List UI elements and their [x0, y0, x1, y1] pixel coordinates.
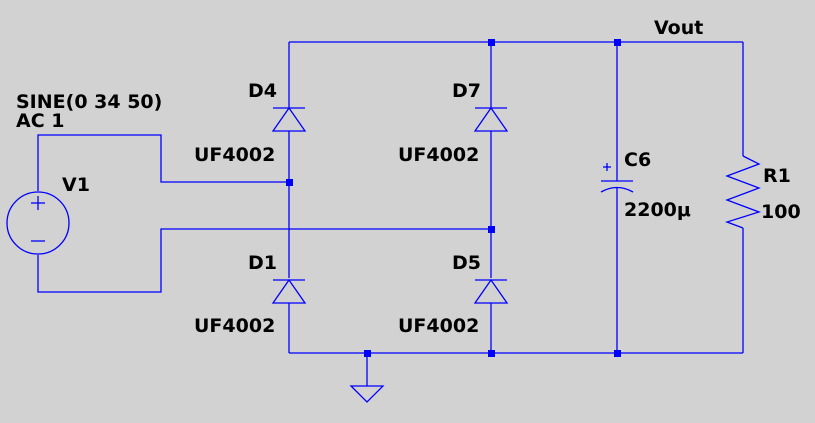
junctions: [286, 39, 621, 357]
capacitor-value: 2200μ: [624, 199, 691, 221]
diode-triangle: [271, 106, 307, 132]
ground-triangle: [349, 385, 385, 403]
diode-d5-name: D5: [452, 252, 481, 274]
resistor-zigzag: [724, 155, 762, 229]
ground-symbol: [349, 385, 385, 403]
capacitor-name: C6: [624, 149, 651, 171]
junction-dot: [488, 350, 495, 357]
junction-dot: [488, 39, 495, 46]
capacitor-c6-symbol: [600, 163, 634, 193]
junction-dot: [488, 226, 495, 233]
diode-triangle: [473, 106, 509, 132]
diode-d1-name: D1: [248, 252, 277, 274]
diode-triangle: [271, 278, 307, 304]
wire-source-bottom: [37, 228, 491, 293]
diode-d5-symbol: [473, 278, 509, 304]
diode-triangle: [473, 278, 509, 304]
source-circle: [6, 191, 70, 255]
junction-dot: [614, 350, 621, 357]
diode-d7-symbol: [473, 106, 509, 132]
diode-d4-model: UF4002: [194, 144, 275, 166]
resistor-value: 100: [761, 201, 801, 223]
diode-d7-name: D7: [452, 80, 481, 102]
source-spec-line2: AC 1: [16, 110, 64, 132]
wire-source-top: [37, 134, 289, 191]
capacitor-plate-negative: [600, 186, 634, 193]
diode-d5-model: UF4002: [398, 315, 479, 337]
junction-dot: [364, 350, 371, 357]
source-spec-line1: SINE(0 34 50): [16, 91, 162, 113]
voltage-source-symbol: [6, 191, 70, 255]
resistor-r1-symbol: [724, 155, 762, 229]
junction-dot: [614, 39, 621, 46]
junction-dot: [286, 179, 293, 186]
diode-d7-model: UF4002: [398, 144, 479, 166]
diode-d4-name: D4: [248, 80, 277, 102]
net-label-vout: Vout: [654, 17, 703, 39]
resistor-name: R1: [763, 165, 791, 187]
diode-d4-symbol: [271, 106, 307, 132]
diode-d1-model: UF4002: [194, 315, 275, 337]
source-name-label: V1: [62, 174, 90, 196]
diode-d1-symbol: [271, 278, 307, 304]
